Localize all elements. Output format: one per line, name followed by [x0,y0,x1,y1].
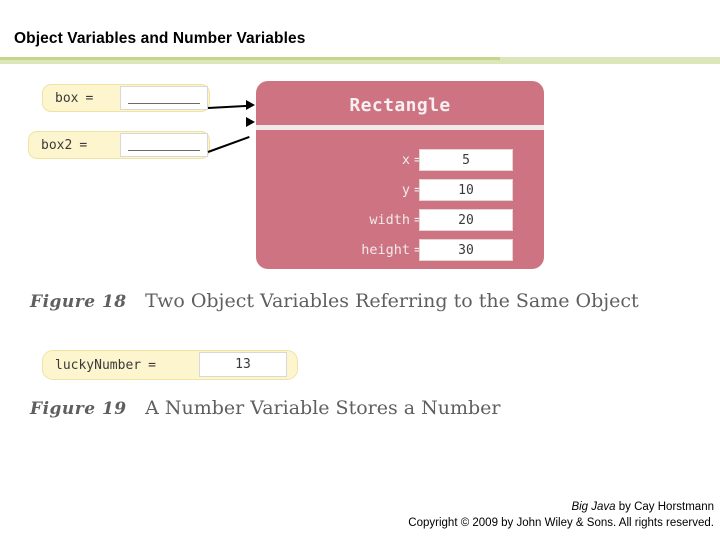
footer-book-title: Big Java [571,500,616,513]
object-rectangle: Rectangle x = 5 y = 10 width = 20 height… [256,81,544,269]
footer-book-author: by Cay Horstmann [615,500,714,513]
variable-slot-luckynumber [199,352,287,377]
field-equals-height: = [414,242,422,258]
field-label-width: width [369,212,410,228]
figure-18-text: Two Object Variables Referring to the Sa… [145,290,639,312]
field-equals-x: = [414,152,422,168]
page-title: Object Variables and Number Variables [14,30,306,47]
title-divider-rule [0,57,720,64]
field-label-height: height [361,242,410,258]
field-value-y: 10 [419,179,513,201]
variable-name-box: box [55,90,79,106]
variable-slot-box [120,86,208,110]
variable-slot-line-box [128,103,200,104]
variable-equals-box2: = [79,137,88,153]
variable-slot-box2 [120,133,208,157]
field-equals-width: = [414,212,422,228]
field-value-width: 20 [419,209,513,231]
field-value-height: 30 [419,239,513,261]
variable-equals-box: = [85,90,94,106]
object-field-x: x = 5 [256,149,544,173]
title-divider-accent [0,57,500,60]
footer: Big Java by Cay Horstmann Copyright © 20… [408,499,714,532]
field-label-x: x [401,152,410,168]
figure-19-number: Figure 19 [30,399,127,419]
reference-arrow-line-box [207,104,250,109]
figure-19-caption: Figure 19 A Number Variable Stores a Num… [30,397,501,419]
object-field-height: height = 30 [256,239,544,263]
variable-value-luckynumber: 13 [235,357,251,372]
footer-line-2: Copyright © 2009 by John Wiley & Sons. A… [408,517,714,530]
object-field-y: y = 10 [256,179,544,203]
variable-name-luckynumber: luckyNumber [55,357,142,373]
variable-slot-line-box2 [128,150,200,151]
reference-arrow-head-box [246,100,255,110]
figure-18-caption: Figure 18 Two Object Variables Referring… [30,290,639,312]
footer-line-1: Big Java by Cay Horstmann [408,499,714,516]
figure-18-number: Figure 18 [30,292,127,312]
figure-19-text: A Number Variable Stores a Number [145,397,501,419]
field-equals-y: = [414,182,422,198]
object-title-divider [256,125,544,130]
reference-arrow-line-box2 [207,136,250,153]
reference-arrow-head-box2 [246,117,255,127]
variable-name-box2: box2 [41,137,73,153]
field-value-x: 5 [419,149,513,171]
object-field-width: width = 20 [256,209,544,233]
object-class-name: Rectangle [349,95,451,116]
field-label-y: y [401,182,410,198]
variable-equals-luckynumber: = [148,357,156,373]
